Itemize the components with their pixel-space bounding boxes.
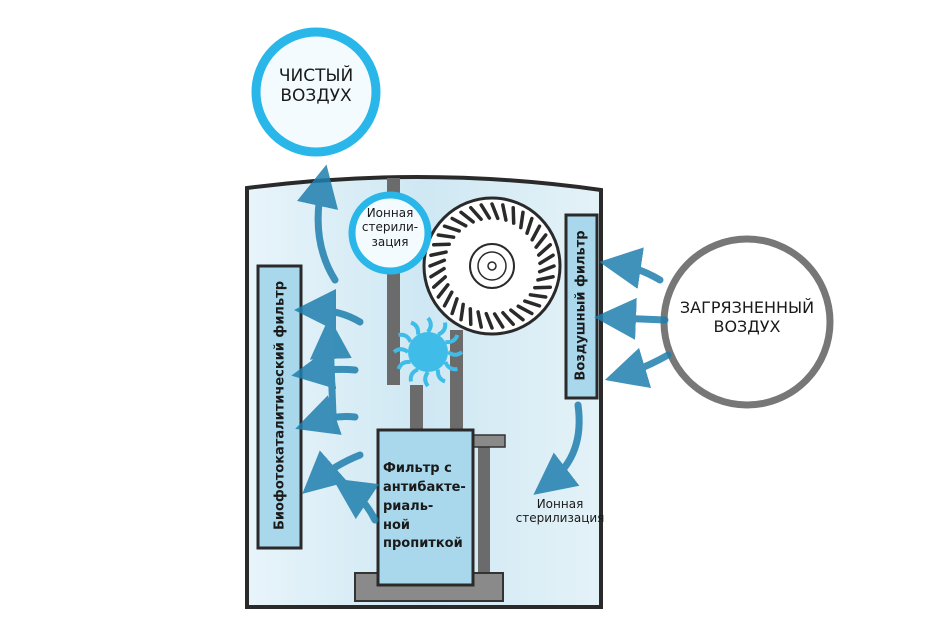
fan-blade (534, 233, 548, 249)
fan-blade (476, 310, 483, 329)
clean-air-label: ЧИСТЫЙ ВОЗДУХ (278, 66, 354, 107)
sun-ray (396, 359, 411, 370)
fan-blade (523, 299, 542, 308)
ion-sterilization-bottom-label: Ионная стерилизация (515, 497, 605, 526)
fan-blade (536, 243, 553, 257)
arrow-icon (297, 164, 339, 284)
sun-ray (410, 320, 421, 335)
arrow-icon (302, 450, 364, 494)
arrow-icon (594, 297, 669, 340)
fan-blade (459, 302, 465, 322)
fan-blade (516, 304, 534, 316)
fan-blade (519, 210, 525, 230)
fan-blade (528, 293, 548, 299)
ion-sterilization-circle (348, 191, 432, 275)
fan-blade (538, 253, 555, 266)
fan-blade (469, 205, 483, 222)
arrow-icon (332, 478, 380, 524)
fan-blade (490, 202, 500, 221)
fan-blade (537, 264, 556, 274)
shelf (469, 434, 506, 448)
fan-blade (509, 308, 525, 322)
arrow-icon (533, 401, 583, 495)
fan-blade (492, 312, 505, 329)
sun-ray (392, 347, 410, 354)
fan-blade (450, 216, 468, 228)
fan-blade (450, 297, 459, 316)
antibacterial-filter-panel (376, 428, 475, 587)
gray-bar (478, 445, 490, 580)
fan-blade (484, 311, 494, 330)
arrow-icon (291, 347, 359, 390)
fan-blade (459, 210, 475, 224)
sun-ray (423, 370, 430, 388)
sun-ray (445, 334, 460, 345)
fan-blade (536, 275, 555, 282)
fan-blade (436, 233, 456, 239)
air-filter-label: Воздушный фильтр (573, 230, 589, 381)
arrow-icon (309, 317, 352, 419)
fan-blade (431, 275, 448, 289)
ionizer-sun-icon (392, 316, 464, 388)
fan-blade (442, 290, 454, 308)
arrow-icon (294, 289, 364, 332)
arrow-icon (604, 347, 672, 389)
sun-ray (446, 350, 464, 357)
sun-ray (426, 316, 433, 334)
fan-blade (436, 283, 450, 299)
arrow-icon (295, 395, 359, 435)
fan-blade (530, 224, 542, 242)
fan-blade (525, 216, 534, 235)
fan-icon (422, 196, 562, 336)
arrow-icon (599, 247, 664, 289)
antibacterial-filter-label: Фильтр с антибакте- риаль- ной пропиткой (383, 461, 466, 552)
sun-ray (443, 361, 458, 372)
sun-ray (408, 367, 419, 382)
gray-bar (410, 385, 423, 433)
fan-blade (442, 224, 461, 233)
sun-ray (437, 322, 448, 337)
sun-ray (435, 369, 446, 384)
ion-sterilization-top-label: Ионная стерили- зация (361, 206, 419, 249)
dirty-air-label: ЗАГРЯЗНЕННЫЙ ВОЗДУХ (679, 298, 815, 337)
biophoto-filter-label: Биофотокаталитический фильтр (272, 280, 288, 531)
sun-ray (398, 332, 413, 343)
fan-blade (428, 258, 447, 268)
fan-blade (429, 266, 446, 279)
gray-bar (450, 330, 463, 433)
fan-blade (479, 203, 492, 220)
clean-air-circle (251, 27, 381, 157)
fan-blade (429, 250, 448, 257)
fan-blade (501, 203, 508, 222)
fan-blade (501, 310, 515, 327)
